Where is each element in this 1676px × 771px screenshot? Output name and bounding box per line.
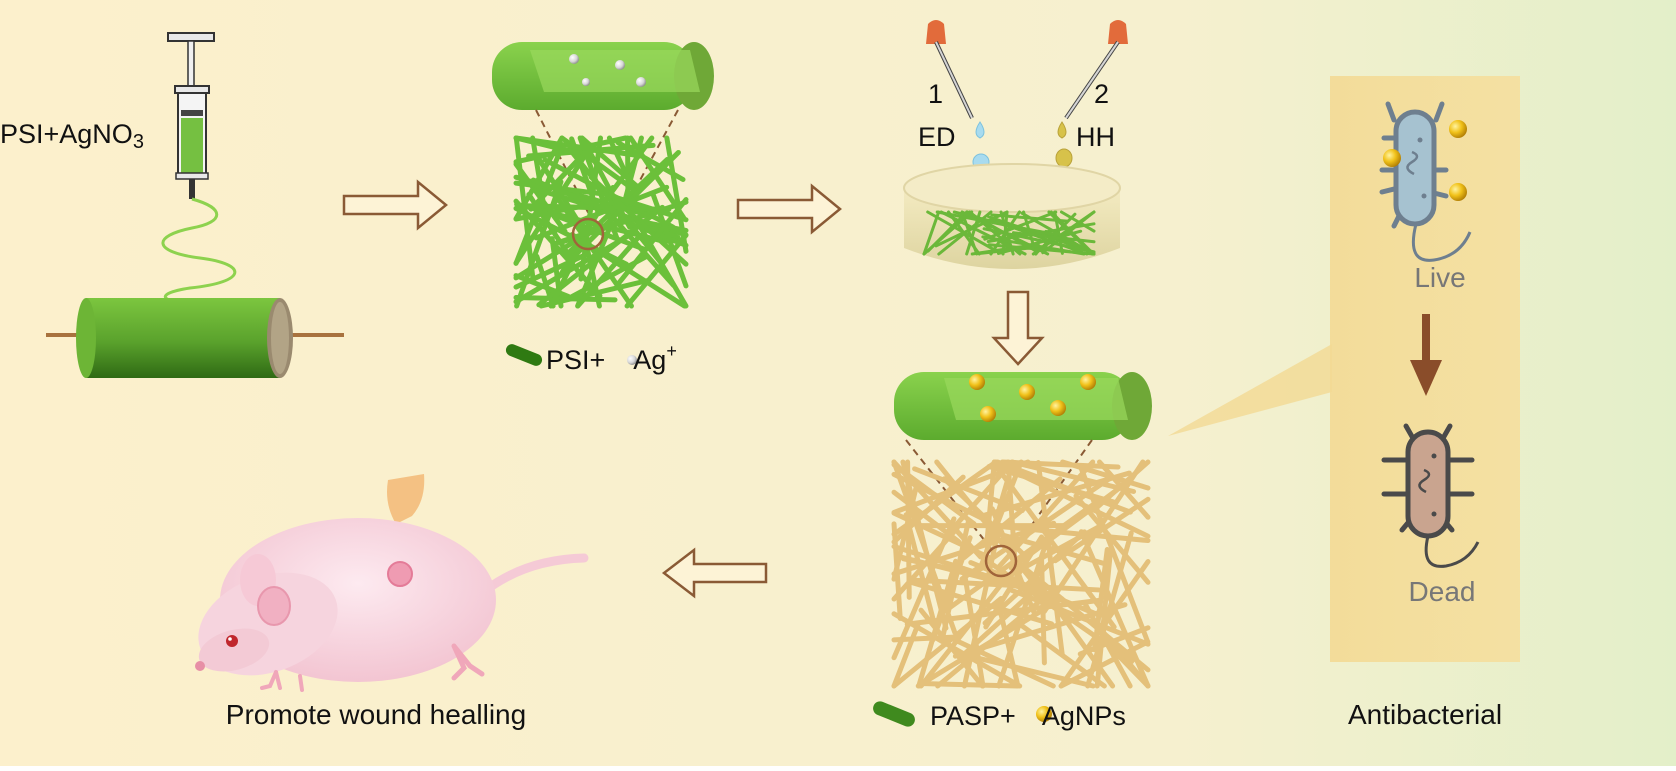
- ag-nanoparticle: [1080, 374, 1096, 390]
- label-drop-2: 2: [1094, 79, 1109, 109]
- ag-nanoparticle: [1050, 400, 1066, 416]
- fiber-strand: [920, 684, 1018, 686]
- label-hh: HH: [1076, 122, 1115, 152]
- label-psi-agno3: PSI+AgNO3: [0, 119, 144, 153]
- ag-ion: [569, 54, 579, 64]
- ag-ion: [582, 78, 590, 86]
- label-promote: Promote wound healling: [226, 699, 526, 730]
- label-dead: Dead: [1409, 576, 1476, 607]
- ag-nanoparticle: [969, 374, 985, 390]
- psi-fiber-rod: [492, 42, 714, 110]
- wound-site: [388, 562, 412, 586]
- ag-nanoparticle: [980, 406, 996, 422]
- label-ed: ED: [918, 122, 956, 152]
- petri-dish: [904, 164, 1120, 269]
- label-antibacterial: Antibacterial: [1348, 699, 1502, 730]
- label-drop-1: 1: [928, 79, 943, 109]
- ag-nanoparticle: [1019, 384, 1035, 400]
- ag-ion: [615, 60, 625, 70]
- pasp-fiber-rod: [894, 372, 1152, 440]
- label-live: Live: [1414, 262, 1465, 293]
- ag-ion: [636, 77, 646, 87]
